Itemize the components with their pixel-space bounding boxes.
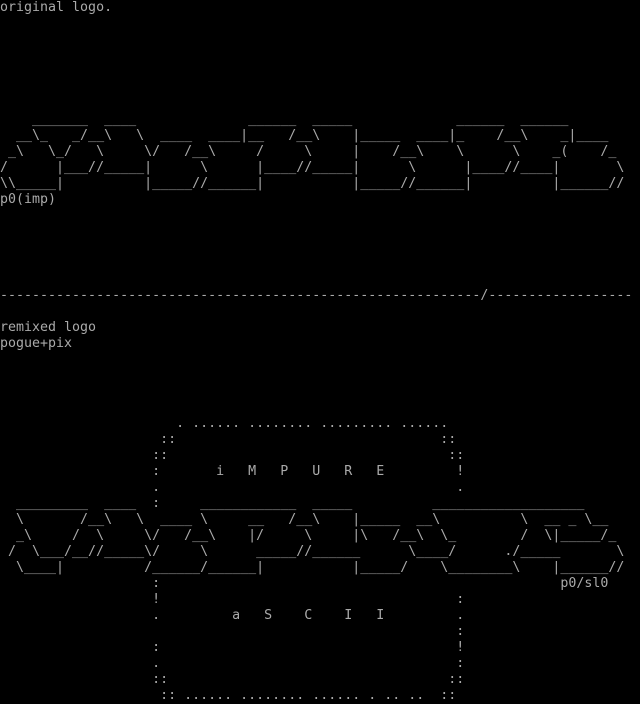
original-logo-label: original logo. [0, 0, 113, 15]
ascii-line: __\_ _/__\ \ ____ ____|__ /__\ |_____ __… [0, 128, 609, 143]
remixed-logo-credit: pogue+pix [0, 336, 73, 351]
ascii-line: :: :: [0, 672, 465, 687]
original-logo-credit: p0(imp) [0, 192, 57, 207]
ascii-line: . ...... ........ ......... ...... [0, 416, 449, 431]
ascii-line-impure: : i M P U R E ! [0, 464, 465, 479]
ascii-line: / \___/__//_____\/ \ _____//______ \____… [0, 544, 625, 559]
divider-line: ----------------------------------------… [0, 288, 633, 303]
ascii-line: . . [0, 480, 465, 495]
ascii-line: _________ ____ : ____________ _____ ____… [0, 496, 585, 511]
ascii-line: _\ / \ \/ /__\ |/ \ |\ /__\ \_ / \|_____… [0, 528, 617, 543]
ascii-line: _\ \_/ \ \/ /__\ / \ | /__\ \ \ _( /_ [0, 144, 617, 159]
ascii-line: :: :: [0, 448, 465, 463]
ascii-line: / |___//_____| \ |____//_____| \ |____//… [0, 160, 625, 175]
ascii-line: :: ...... ........ ...... . .. .. :: [0, 688, 457, 703]
remixed-logo-label: remixed logo [0, 320, 97, 335]
ascii-line: :: :: [0, 432, 457, 447]
ascii-line-credit: : p0/sl0 [0, 576, 609, 591]
ascii-line: \____| /______/______| |_____/ \________… [0, 560, 625, 575]
ascii-line: \ /__\ \ ____ \ __ /__\ |_____ __\ \ __ … [0, 512, 609, 527]
ascii-line-ascii: . a S C I I . [0, 608, 465, 623]
ascii-line: \\_____| |_____//______| |_____//______|… [0, 176, 625, 191]
ascii-line: : ! [0, 640, 465, 655]
ascii-line: : [0, 624, 465, 639]
ascii-line: _______ ____ ______ _____ ______ ______ [0, 112, 569, 127]
ascii-line: . : [0, 656, 465, 671]
ascii-line: ! : [0, 592, 465, 607]
